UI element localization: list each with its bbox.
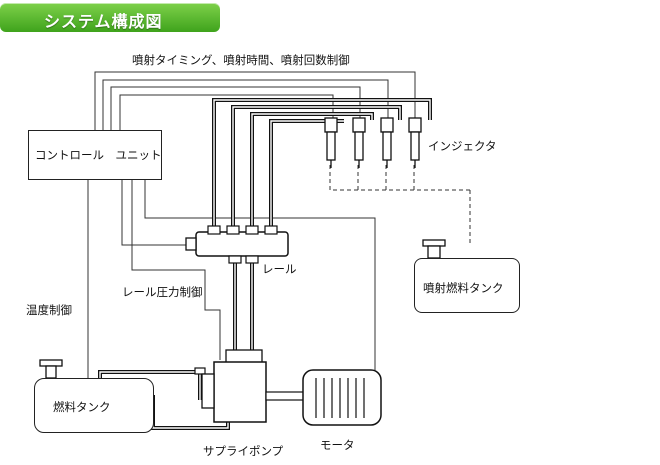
motor-shape [302,369,382,426]
header-title: システム構成図 [44,12,163,31]
rail-pressure-label: レール圧力制御 [122,285,203,299]
fuel-tank-box: 燃料タンク [34,378,154,433]
injector-group [324,117,422,168]
control-unit-box: コントロール ユニット [28,130,162,180]
section-header: システム構成図 [0,3,220,32]
fuel-tank-label: 燃料タンク [53,400,111,414]
signal-label: 噴射タイミング、噴射時間、噴射回数制御 [132,53,350,67]
rail-label: レール [262,262,297,276]
temperature-label: 温度制御 [26,303,72,317]
supply-pump-label: サプライポンプ [203,444,284,458]
injector-label: インジェクタ [428,139,497,153]
control-unit-label: コントロール ユニット [35,148,162,162]
rail-shape [185,225,289,264]
supply-pump-shape [194,349,307,423]
injection-fuel-tank-label: 噴射燃料タンク [423,281,504,295]
injection-fuel-tank-box: 噴射燃料タンク [414,258,520,313]
motor-label: モータ [320,438,355,452]
